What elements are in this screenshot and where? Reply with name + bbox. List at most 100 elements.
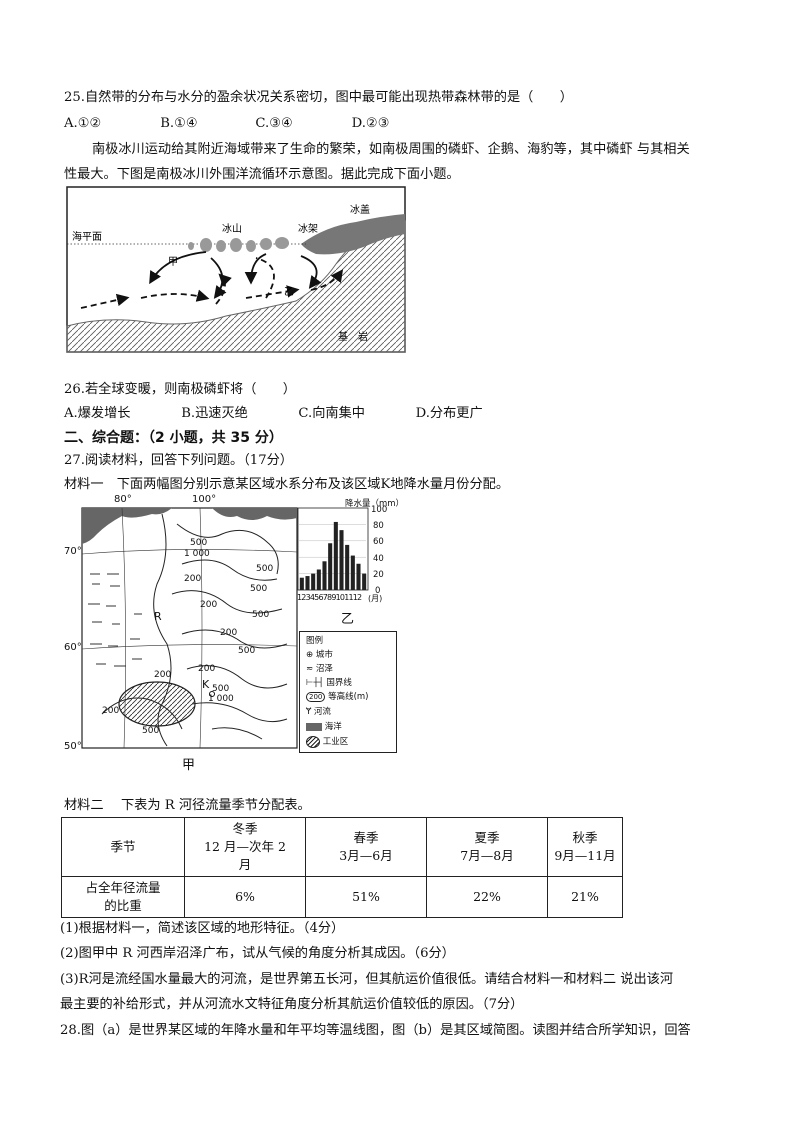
current-arrows xyxy=(80,251,344,309)
q26-option-c[interactable]: C.向南集中 xyxy=(298,406,365,421)
iceberg-shapes xyxy=(188,237,289,252)
q26-stem: 26.若全球变暖，则南极磷虾将（ ） xyxy=(64,382,296,397)
table-header-autumn: 秋季 9月—11月 xyxy=(547,817,623,877)
season-name: 冬季 xyxy=(232,821,258,836)
label-ice-shelf: 冰架 xyxy=(298,222,318,235)
precip-bar-month-10 xyxy=(350,555,355,590)
map-point-k: K xyxy=(202,678,210,691)
table-header-spring: 春季 3月—6月 xyxy=(305,817,427,877)
precip-bar-month-2 xyxy=(305,576,310,590)
ice-sheet-shape xyxy=(301,214,405,255)
legend-title: 图例 xyxy=(306,636,324,646)
season-name: 春季 xyxy=(353,830,379,845)
chart-ytick: 100 xyxy=(371,505,388,515)
legend-ocean: 海洋 xyxy=(324,722,342,732)
precip-bar-month-1 xyxy=(299,577,304,590)
contour-label: 500 xyxy=(256,564,274,574)
table-cell-autumn: 21% xyxy=(547,876,623,918)
q27-sub-3-line-1: (3)R河是流经国水量最大的河流，是世界第五长河，但其航运价值很低。请结合材料一… xyxy=(60,972,674,987)
map-jia: 80° 100° 70° 60° 50° 500 1 000 500 200 5… xyxy=(62,494,307,774)
lat-label-50: 50° xyxy=(64,741,82,752)
legend-border: 国界线 xyxy=(326,678,352,688)
contour-label: 200 xyxy=(184,574,202,584)
label-sea-level: 海平面 xyxy=(72,230,102,243)
contour-label: 500 xyxy=(212,684,230,694)
table-header-summer: 夏季 7月—8月 xyxy=(426,817,548,877)
contour-label: 500 xyxy=(142,726,160,736)
chart-ytick: 0 xyxy=(375,586,381,596)
chart-bars xyxy=(299,521,367,590)
contour-label: 500 xyxy=(238,646,256,656)
label-bedrock: 基 岩 xyxy=(338,330,368,343)
precip-bar-month-9 xyxy=(345,544,350,590)
row-label-line-2: 的比重 xyxy=(104,898,142,913)
season-months: 9月—11月 xyxy=(554,848,616,863)
contour-label: 500 xyxy=(250,584,268,594)
q26-option-a[interactable]: A.爆发增长 xyxy=(64,406,131,421)
q27-sub-2: (2)图甲中 R 河西岸沼泽广布，试从气候的角度分析其成因。（6分） xyxy=(60,946,455,961)
contour-label: 200 xyxy=(102,706,120,716)
table-cell-summer: 22% xyxy=(426,876,548,918)
border-icon: ⊢┼┤ xyxy=(306,678,324,688)
contour-label: 200 xyxy=(220,628,238,638)
legend-industrial: 工业区 xyxy=(322,737,349,747)
season-name: 夏季 xyxy=(474,830,500,845)
chart-xticks: 123456789101112 xyxy=(297,593,362,602)
q25-options: A.①② B.①④ C.③④ D.②③ xyxy=(64,114,390,134)
label-iceberg: 冰山 xyxy=(222,222,242,235)
season-name: 秋季 xyxy=(572,830,598,845)
chart-ytick: 20 xyxy=(373,570,384,580)
table-row-label: 占全年径流量 的比重 xyxy=(61,876,185,918)
q28-stem: 28.图（a）是世界某区域的年降水量和年平均等温线图，图（b）是其区域简图。读图… xyxy=(60,1023,691,1038)
label-ice-sheet: 冰盖 xyxy=(350,203,370,216)
chart-ytick: 60 xyxy=(373,537,384,547)
contour-label: 200 xyxy=(198,664,216,674)
lon-label-100: 100° xyxy=(192,494,217,505)
q26-options: A.爆发增长 B.迅速灭绝 C.向南集中 D.分布更广 xyxy=(64,404,483,424)
q27-sub-1: (1)根据材料一，简述该区域的地形特征。（4分） xyxy=(60,921,345,936)
table-cell-winter: 6% xyxy=(184,876,306,918)
intro-line-1: 南极冰川运动给其附近海域带来了生命的繁荣，如南极周围的磷虾、企鹅、海豹等，其中磷… xyxy=(92,142,690,157)
table-row: 占全年径流量 的比重 6% 51% 22% 21% xyxy=(61,876,623,918)
season-months: 7月—8月 xyxy=(460,848,514,863)
precip-bar-month-5 xyxy=(322,561,327,590)
q26-option-b[interactable]: B.迅速灭绝 xyxy=(181,406,248,421)
q27-sub-3-line-2: 最主要的补给形式，并从河流水文特征角度分析其航运价值较低的原因。（7分） xyxy=(60,997,524,1012)
q26-option-d[interactable]: D.分布更广 xyxy=(415,406,483,421)
table-cell-spring: 51% xyxy=(305,876,427,918)
map-caption-jia: 甲 xyxy=(182,758,196,773)
chart-ytick: 40 xyxy=(373,554,384,564)
q25-option-b[interactable]: B.①④ xyxy=(160,116,198,131)
precip-bar-month-8 xyxy=(339,530,344,590)
precip-bar-month-7 xyxy=(333,521,338,590)
q25-option-d[interactable]: D.②③ xyxy=(351,116,390,131)
industrial-zone xyxy=(118,681,196,727)
antarctic-current-figure: 冰盖 海平面 冰山 冰架 甲 乙 基 岩 xyxy=(66,186,406,353)
row-label-line-1: 占全年径流量 xyxy=(85,880,161,895)
precip-bar-month-12 xyxy=(362,573,367,590)
q25-option-a[interactable]: A.①② xyxy=(64,116,102,131)
contour-label: 1 000 xyxy=(208,694,234,704)
intro-line-2: 性最大。下图是南极冰川外围洋流循环示意图。据此完成下面小题。 xyxy=(64,167,460,182)
q27-stem: 27.阅读材料，回答下列问题。（17分） xyxy=(64,453,293,468)
precip-bar-month-3 xyxy=(311,573,316,590)
contour-label: 1 000 xyxy=(184,549,210,559)
contour-label: 200 xyxy=(154,670,172,680)
legend-city: 城市 xyxy=(315,650,333,660)
river-icon: Ɏ xyxy=(306,707,312,717)
contour-icon: 200 xyxy=(306,692,326,702)
lat-label-70: 70° xyxy=(64,546,82,557)
lon-label-80: 80° xyxy=(114,494,132,505)
ocean-icon xyxy=(306,722,322,731)
label-yi: 乙 xyxy=(284,286,294,298)
season-months: 12 月—次年 2 xyxy=(204,839,286,854)
contour-label: 500 xyxy=(252,610,270,620)
map-point-r: R xyxy=(154,610,162,623)
ocean-area xyxy=(82,508,172,544)
legend-river: 河流 xyxy=(313,707,331,717)
table-header-winter: 冬季 12 月—次年 2 月 xyxy=(184,817,306,877)
legend-contour: 等高线(m) xyxy=(328,692,369,702)
season-months-cont: 月 xyxy=(238,857,252,872)
chart-xlabel: (月) xyxy=(368,594,383,603)
q25-option-c[interactable]: C.③④ xyxy=(255,116,293,131)
